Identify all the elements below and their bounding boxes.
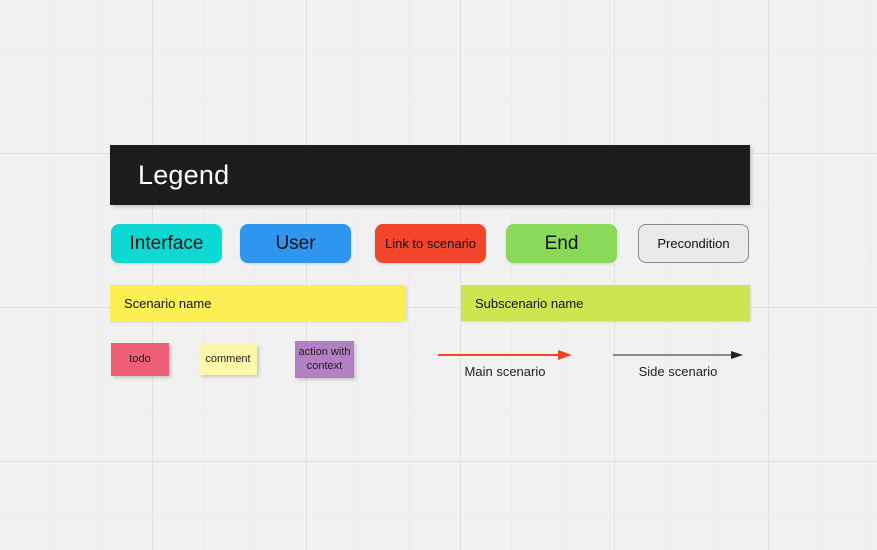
legend-key-link-to-scenario[interactable]: Link to scenario [375, 224, 486, 263]
legend-arrow-main-scenario[interactable]: Main scenario [438, 348, 572, 379]
arrow-right-red-icon [438, 350, 572, 360]
legend-header[interactable]: Legend [110, 145, 750, 205]
legend-bar-subscenario-name[interactable]: Subscenario name [461, 285, 750, 321]
legend-arrow-side-scenario[interactable]: Side scenario [613, 348, 743, 379]
legend-key-interface[interactable]: Interface [111, 224, 222, 263]
arrow-right-black-icon [613, 351, 743, 359]
legend-key-precondition-label: Precondition [657, 236, 730, 251]
legend-title: Legend [138, 159, 230, 190]
legend-arrow-main-scenario-label: Main scenario [464, 364, 546, 379]
legend-key-end[interactable]: End [506, 224, 617, 263]
legend-key-user-label: User [275, 232, 316, 254]
legend-key-precondition[interactable]: Precondition [638, 224, 749, 263]
legend-arrow-side-scenario-label: Side scenario [638, 364, 718, 379]
legend-note-comment-label: comment [205, 352, 251, 365]
legend-bar-scenario-name[interactable]: Scenario name [110, 285, 406, 321]
legend-bar-subscenario-name-label: Subscenario name [475, 295, 584, 311]
legend-note-todo-label: todo [129, 352, 151, 365]
legend-bar-scenario-name-label: Scenario name [124, 295, 212, 311]
legend-note-todo[interactable]: todo [111, 343, 169, 376]
legend-key-interface-label: Interface [129, 232, 204, 254]
legend-key-user[interactable]: User [240, 224, 351, 263]
legend-key-end-label: End [544, 232, 579, 254]
legend-key-link-to-scenario-label: Link to scenario [384, 236, 477, 251]
legend-note-action-with-context-label: action with context [298, 345, 351, 372]
legend-note-action-with-context[interactable]: action with context [295, 341, 354, 378]
legend-note-comment[interactable]: comment [199, 344, 257, 375]
